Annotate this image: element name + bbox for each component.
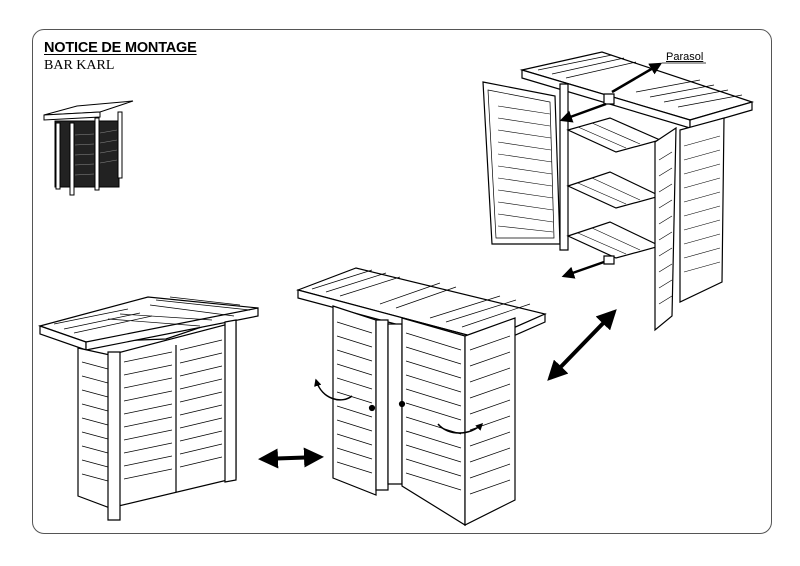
parasol-callout-label: Parasol (666, 51, 704, 63)
double-arrow-icon (547, 309, 617, 381)
double-arrow-icon (258, 447, 324, 469)
product-name: BAR KARL (44, 58, 115, 73)
bar-opening-illustration (298, 268, 545, 525)
bar-closed-illustration (40, 297, 258, 520)
bar-open-illustration (483, 52, 752, 330)
parasol-pointer-arrow (559, 62, 663, 279)
page-title: NOTICE DE MONTAGE (44, 40, 197, 56)
curved-arrow-icon (314, 378, 484, 433)
bar-thumbnail-illustration (44, 101, 133, 195)
